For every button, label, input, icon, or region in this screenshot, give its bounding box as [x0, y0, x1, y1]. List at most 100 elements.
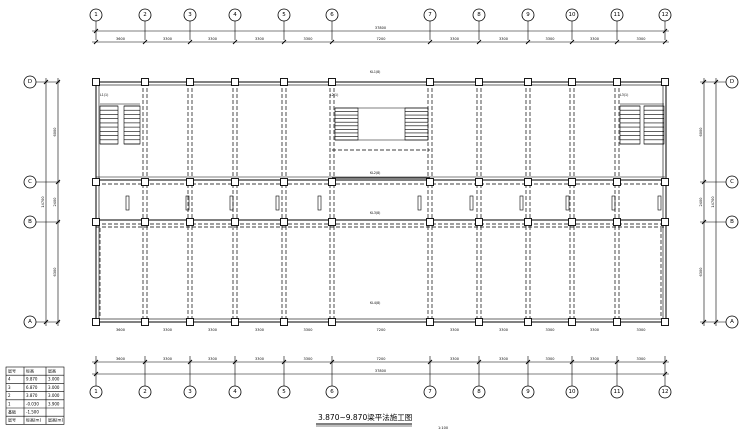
column: [661, 218, 669, 226]
dim-text: 3300: [637, 37, 646, 41]
table-cell: 层号: [8, 368, 16, 374]
stair-outline: [334, 107, 359, 141]
column: [524, 318, 532, 326]
column: [426, 78, 434, 86]
column: [661, 78, 669, 86]
dim-text: 3300: [255, 357, 264, 361]
dim-text: 3300: [163, 37, 172, 41]
dim-text: 3300: [163, 357, 172, 361]
axis-bubble: [138, 8, 152, 22]
dim-text: 3300: [637, 357, 646, 361]
dim-text: 3300: [546, 357, 555, 361]
beam-span-text: 3300: [255, 328, 264, 332]
axis-bubble: [472, 8, 486, 22]
dim-text: 3300: [546, 37, 555, 41]
dim-tick: [701, 319, 707, 325]
outer-wall-inner: [98, 84, 664, 320]
dim-text: 2400: [699, 198, 703, 207]
dim-text: 3300: [208, 37, 217, 41]
beam-label: L1(1): [100, 93, 108, 97]
beam-span-text: 3300: [450, 328, 459, 332]
beam-annotation-mark: [519, 195, 524, 211]
drawing-title: 3.870~9.870梁平法施工图 1:100: [316, 412, 448, 430]
column: [186, 78, 194, 86]
table-cell: 3.000: [48, 385, 60, 390]
column: [92, 318, 100, 326]
beam-label: KL3(8): [370, 211, 380, 215]
axis-bubble: [23, 75, 37, 89]
dim-text: 3600: [116, 37, 125, 41]
dim-tick: [614, 359, 620, 365]
dim-total-text: 14700: [711, 196, 715, 207]
dim-tick: [93, 359, 99, 365]
table-cell: 3.900: [48, 401, 60, 406]
beam-annotation-mark: [469, 195, 474, 211]
table-cell: -1.500: [26, 410, 39, 415]
column: [613, 78, 621, 86]
dim-tick: [329, 39, 335, 45]
dim-tick: [662, 371, 668, 377]
axis-bubble: [521, 8, 535, 22]
dim-tick: [662, 28, 668, 34]
axis-label: 12: [662, 12, 669, 18]
plan-scale: 1:100: [438, 426, 448, 430]
axis-label: 9: [526, 389, 530, 395]
dim-tick: [476, 39, 482, 45]
dim-text: 3300: [450, 37, 459, 41]
dim-tick: [281, 39, 287, 45]
dim-tick: [662, 359, 668, 365]
beam-span-text: 3300: [208, 328, 217, 332]
axis-bubble: [521, 385, 535, 399]
column: [231, 218, 239, 226]
axis-label: 3: [188, 389, 192, 395]
column: [661, 178, 669, 186]
column: [568, 218, 576, 226]
dim-text: 2400: [53, 198, 57, 207]
beam-annotation-mark: [317, 195, 322, 211]
table-cell: 标高(m): [26, 417, 41, 423]
beam-span-text: 3600: [116, 328, 125, 332]
beam-annotation-mark: [657, 195, 662, 211]
table-cell: 6.870: [26, 385, 38, 390]
dim-total-text: 37800: [375, 369, 386, 373]
stairs: [99, 103, 665, 145]
dim-tick: [713, 79, 719, 85]
table-cell: 2: [8, 393, 11, 398]
dim-tick: [55, 179, 61, 185]
dim-tick: [525, 359, 531, 365]
axis-label: 7: [428, 12, 432, 18]
dim-total-text: 37800: [375, 26, 386, 30]
dim-text: 3300: [590, 37, 599, 41]
dim-tick: [93, 28, 99, 34]
axis-label: 4: [233, 389, 237, 395]
dim-text: 3600: [116, 357, 125, 361]
dim-text: 3300: [499, 37, 508, 41]
columns: [92, 78, 669, 326]
column: [661, 318, 669, 326]
column: [92, 178, 100, 186]
dim-text: 6000: [53, 128, 57, 137]
beam-annotation-mark: [229, 195, 234, 211]
axis-bubble: [325, 385, 339, 399]
dim-text: 3300: [499, 357, 508, 361]
column: [524, 218, 532, 226]
column: [328, 318, 336, 326]
beam-label: KL1(8): [370, 70, 380, 74]
dim-tick: [427, 39, 433, 45]
column: [328, 218, 336, 226]
dim-tick: [55, 79, 61, 85]
dim-total-text: 14700: [41, 196, 45, 207]
column: [231, 178, 239, 186]
dim-tick: [569, 359, 575, 365]
axis-label: A: [28, 319, 32, 325]
dim-text: 3300: [590, 357, 599, 361]
axis-bubble: [565, 8, 579, 22]
column: [280, 318, 288, 326]
beam-lines: [96, 82, 665, 322]
column: [280, 78, 288, 86]
column: [141, 178, 149, 186]
axis-label: B: [730, 219, 734, 225]
